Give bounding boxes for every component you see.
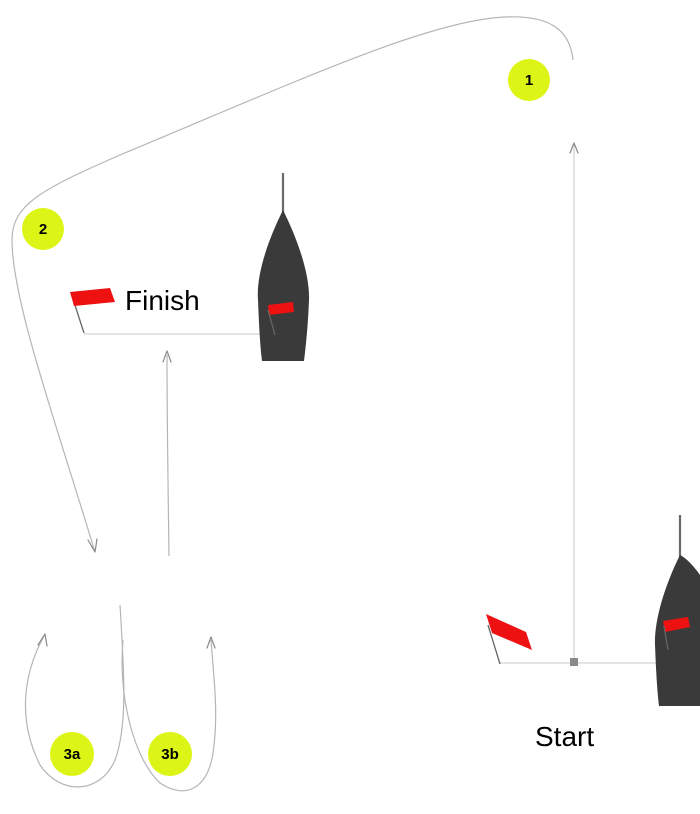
mark-3b-label: 3b [161, 746, 179, 763]
start-line-marker [570, 658, 578, 666]
mark-2-label: 2 [39, 221, 47, 238]
mark-2: 2 [22, 208, 64, 250]
mark-1: 1 [508, 59, 550, 101]
finish-label: Finish [125, 285, 200, 316]
finish-boat-icon [258, 173, 309, 361]
mark-1-label: 1 [525, 72, 533, 89]
start-flag-icon [486, 614, 532, 664]
mark-3b: 3b [148, 732, 192, 776]
start-boat-icon [655, 515, 700, 706]
finish-flag-icon [70, 288, 115, 333]
start-label: Start [535, 721, 594, 752]
mark-3a: 3a [50, 732, 94, 776]
route-gate-to-finish [167, 355, 169, 556]
mark-3a-label: 3a [64, 746, 81, 763]
